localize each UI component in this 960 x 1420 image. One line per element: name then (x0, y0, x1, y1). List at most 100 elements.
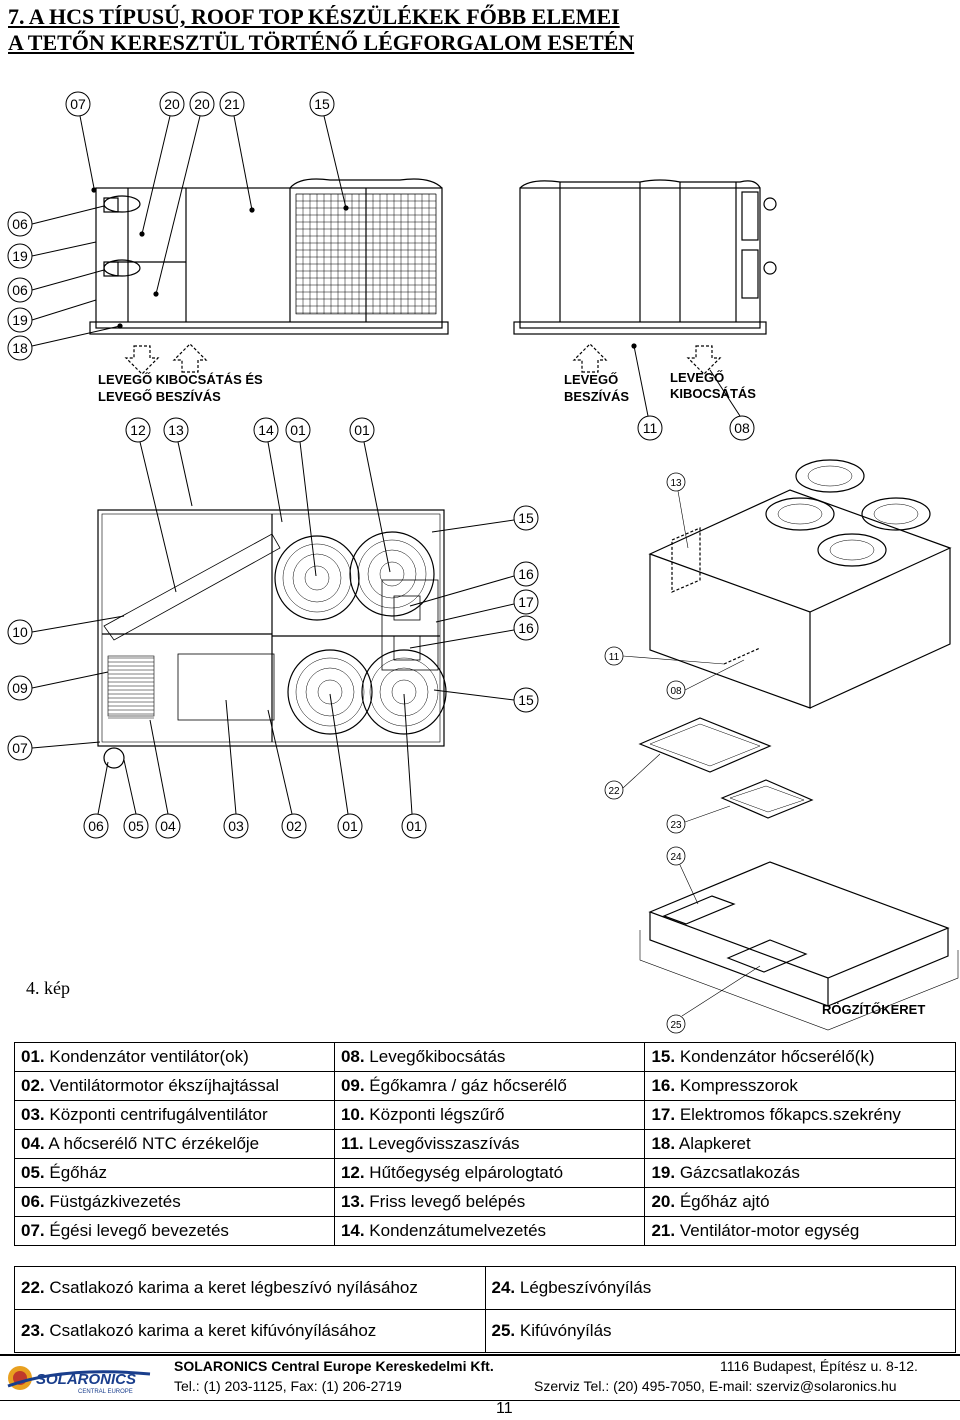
legend-item-number: 02. (21, 1076, 45, 1095)
legend-item-number: 23. (21, 1321, 45, 1340)
legend-item-label: Hűtőegység elpárologtató (364, 1163, 564, 1182)
svg-text:07: 07 (12, 740, 28, 756)
legend-item-number: 15. (651, 1047, 676, 1066)
legend-item-number: 18. (651, 1134, 676, 1153)
legend-item: 22. Csatlakozó karima a keret légbeszívó… (14, 1266, 486, 1310)
svg-text:19: 19 (12, 248, 28, 264)
callout-01b: 01 (349, 417, 391, 573)
callout-17: 17 (435, 589, 539, 623)
callout-07-top: 07 (65, 91, 95, 189)
legend-item-number: 05. (21, 1163, 45, 1182)
legend-item-label: Központi centrifugálventilátor (44, 1105, 268, 1124)
legend-item-number: 16. (651, 1076, 676, 1095)
callout-10: 10 (7, 615, 125, 645)
footer-service: Szerviz Tel.: (20) 495-7050, E-mail: sze… (534, 1378, 897, 1394)
legend-item: 03. Központi centrifugálventilátor (14, 1100, 335, 1130)
legend-item-label: Légbeszívónyílás (515, 1278, 652, 1297)
solaronics-logo: SOLARONICS CENTRAL EUROPE (4, 1360, 154, 1396)
callout-08-iso: 08 (666, 659, 745, 700)
svg-text:22: 22 (608, 786, 620, 797)
svg-text:01: 01 (354, 422, 370, 438)
legend-item: 13. Friss levegő belépés (333, 1187, 646, 1217)
legend-item-label: Ventilátormotor ékszíjhajtással (44, 1076, 279, 1095)
callout-20b: 20 (155, 91, 215, 295)
air-arrows-right (572, 343, 722, 375)
svg-text:19: 19 (12, 312, 28, 328)
callout-15-right-b: 15 (433, 687, 539, 713)
svg-text:24: 24 (670, 852, 682, 863)
legend-item-number: 13. (340, 1192, 365, 1211)
legend-item-number: 21. (651, 1221, 676, 1240)
svg-text:08: 08 (734, 420, 750, 436)
svg-text:15: 15 (518, 510, 534, 526)
callout-09: 09 (7, 671, 109, 701)
legend-item: 08. Levegőkibocsátás (333, 1042, 646, 1072)
legend-item: 07. Égési levegő bevezetés (14, 1216, 335, 1246)
svg-text:09: 09 (12, 680, 28, 696)
svg-text:20: 20 (194, 96, 210, 112)
svg-text:13: 13 (670, 478, 682, 489)
legend-item-label: Csatlakozó karima a keret kifúvónyílásáh… (44, 1321, 377, 1340)
svg-text:21: 21 (224, 96, 240, 112)
legend-row: 22. Csatlakozó karima a keret légbeszívó… (14, 1266, 956, 1310)
technical-drawings: 07 20 20 21 15 06 19 06 19 18 11 08 12 1… (7, 91, 959, 1034)
callout-19a: 19 (7, 241, 97, 269)
legend-item: 04. A hőcserélő NTC érzékelője (14, 1129, 335, 1159)
legend-item: 23. Csatlakozó karima a keret kifúvónyíl… (14, 1309, 486, 1353)
label-air-out-and-in-1: LEVEGŐ KIBOCSÁTÁS ÉS (98, 372, 263, 387)
legend-item-label: Levegővisszaszívás (363, 1134, 520, 1153)
figure-caption: 4. kép (26, 978, 70, 998)
legend-row: 01. Kondenzátor ventilátor(ok)08. Levegő… (14, 1042, 956, 1072)
legend-item: 02. Ventilátormotor ékszíjhajtással (14, 1071, 335, 1101)
legend-item-number: 20. (651, 1192, 676, 1211)
footer-phone: Tel.: (1) 203-1125, Fax: (1) 206-2719 (174, 1378, 402, 1394)
air-arrows-left (124, 343, 208, 375)
legend-item-label: Ventilátor-motor egység (675, 1221, 860, 1240)
callout-24-iso: 24 (666, 846, 699, 905)
legend-item-number: 24. (491, 1278, 516, 1297)
svg-text:11: 11 (609, 652, 620, 663)
callout-01d-bottom: 01 (401, 693, 427, 839)
svg-text:06: 06 (12, 216, 28, 232)
iso-base-frame (639, 861, 959, 1031)
legend-item: 14. Kondenzátumelvezetés (333, 1216, 646, 1246)
callout-13-iso: 13 (666, 472, 689, 549)
legend-item: 05. Égőház (14, 1158, 335, 1188)
callout-14: 14 (253, 417, 283, 523)
svg-text:06: 06 (88, 818, 104, 834)
callout-23-iso: 23 (666, 805, 731, 834)
svg-text:08: 08 (670, 686, 682, 697)
legend-item-number: 07. (21, 1221, 45, 1240)
legend-item: 11. Levegővisszaszívás (333, 1129, 646, 1159)
svg-text:SOLARONICS: SOLARONICS (36, 1371, 136, 1388)
legend-item-label: Központi légszűrő (364, 1105, 505, 1124)
svg-text:01: 01 (406, 818, 422, 834)
legend-item: 17. Elektromos főkapcs.szekrény (644, 1100, 956, 1130)
svg-text:07: 07 (70, 96, 86, 112)
callout-13: 13 (163, 417, 193, 507)
callout-06a: 06 (7, 205, 105, 237)
label-air-in-2: BESZÍVÁS (564, 389, 629, 404)
label-air-out-and-in-2: LEVEGŐ BESZÍVÁS (98, 389, 221, 404)
legend-item-number: 03. (21, 1105, 45, 1124)
legend-item-label: Elektromos főkapcs.szekrény (675, 1105, 901, 1124)
iso-flange-outlet (720, 779, 814, 819)
svg-text:13: 13 (168, 422, 184, 438)
callout-03-bottom: 03 (223, 699, 249, 839)
condenser-fan-2 (349, 531, 435, 617)
callout-11-side: 11 (633, 345, 663, 441)
legend-item-label: Égőház ajtó (675, 1192, 770, 1211)
iso-flange-intake (638, 717, 772, 773)
legend-item-number: 06. (21, 1192, 45, 1211)
callout-19b: 19 (7, 299, 97, 333)
callout-16a: 16 (409, 561, 539, 607)
title-line-1: 7. A HCS TÍPUSÚ, ROOF TOP KÉSZÜLÉKEK FŐB… (8, 4, 620, 29)
legend-item-label: Kifúvónyílás (515, 1321, 612, 1340)
callout-12: 12 (125, 417, 177, 593)
legend-row: 23. Csatlakozó karima a keret kifúvónyíl… (14, 1309, 956, 1353)
svg-text:04: 04 (160, 818, 176, 834)
